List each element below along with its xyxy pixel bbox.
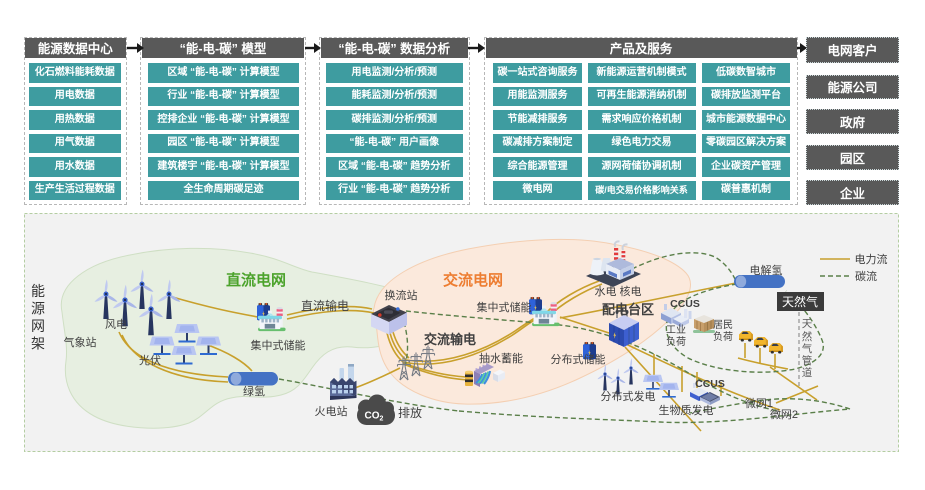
svg-text:道: 道 xyxy=(802,366,813,379)
svg-text:居民: 居民 xyxy=(713,319,733,331)
svg-text:交流输电: 交流输电 xyxy=(424,332,476,347)
svg-text:配电台区: 配电台区 xyxy=(602,302,654,317)
svg-text:电解氢: 电解氢 xyxy=(750,263,783,277)
svg-text:然: 然 xyxy=(802,330,813,343)
svg-text:源: 源 xyxy=(31,301,45,317)
svg-text:直流电网: 直流电网 xyxy=(226,271,286,289)
svg-text:管: 管 xyxy=(802,354,813,367)
svg-text:CCUS: CCUS xyxy=(670,298,700,310)
svg-text:CCUS: CCUS xyxy=(695,378,725,390)
svg-text:能: 能 xyxy=(31,283,45,299)
svg-text:网: 网 xyxy=(31,318,45,334)
svg-text:水电 核电: 水电 核电 xyxy=(594,284,641,298)
svg-text:碳流: 碳流 xyxy=(855,269,877,283)
svg-text:抽水蓄能: 抽水蓄能 xyxy=(479,351,523,365)
svg-text:集中式储能: 集中式储能 xyxy=(477,300,532,314)
svg-text:天然气: 天然气 xyxy=(782,294,818,309)
svg-text:负荷: 负荷 xyxy=(666,335,686,348)
svg-text:负荷: 负荷 xyxy=(713,330,733,343)
svg-text:工业: 工业 xyxy=(666,324,686,336)
svg-text:微网2: 微网2 xyxy=(770,407,798,421)
svg-text:微网1: 微网1 xyxy=(745,396,773,410)
svg-text:火电站: 火电站 xyxy=(315,404,348,418)
svg-text:电力流: 电力流 xyxy=(855,252,888,266)
svg-text:天: 天 xyxy=(802,318,813,330)
svg-text:分布式发电: 分布式发电 xyxy=(601,389,656,403)
svg-text:换流站: 换流站 xyxy=(385,288,418,302)
svg-text:分布式储能: 分布式储能 xyxy=(551,352,606,366)
svg-text:气: 气 xyxy=(802,342,813,355)
svg-text:生物质发电: 生物质发电 xyxy=(659,403,714,417)
svg-text:CO2: CO2 xyxy=(365,411,384,423)
svg-text:集中式储能: 集中式储能 xyxy=(251,338,306,352)
svg-text:气象站: 气象站 xyxy=(64,335,97,349)
svg-text:排放: 排放 xyxy=(398,405,422,420)
svg-text:绿氢: 绿氢 xyxy=(243,384,265,398)
svg-text:架: 架 xyxy=(31,336,45,352)
svg-text:光伏: 光伏 xyxy=(139,353,161,367)
svg-text:风电: 风电 xyxy=(105,318,127,331)
svg-text:直流输电: 直流输电 xyxy=(301,298,349,313)
svg-text:交流电网: 交流电网 xyxy=(443,271,503,289)
